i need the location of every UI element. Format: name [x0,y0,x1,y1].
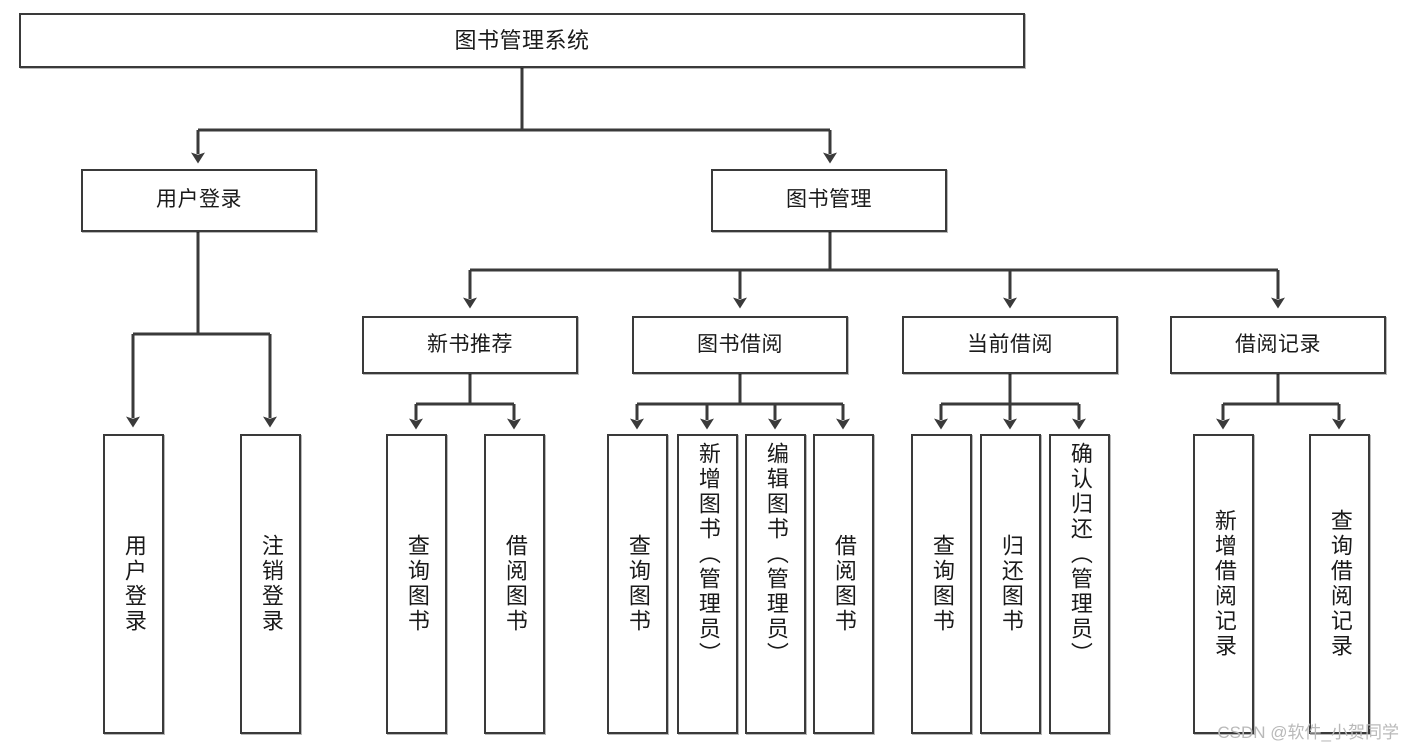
node-book-borrow[interactable]: 图书借阅 [632,316,848,374]
node-label: 借阅图书 [831,534,857,634]
node-label: 查询借阅记录 [1327,509,1353,659]
leaf-user-login-login[interactable]: 用户登录 [103,434,164,734]
leaf-book-borrow-borrow-book[interactable]: 借阅图书 [813,434,874,734]
node-label: 借阅记录 [1235,332,1321,356]
node-label: 确认归还（管理员） [1067,442,1093,667]
node-label: 图书借阅 [697,332,783,356]
node-label: 查询图书 [625,534,651,634]
node-label: 注销登录 [258,534,284,634]
node-label: 编辑图书（管理员） [763,442,789,667]
node-label: 查询图书 [404,534,430,634]
node-root-book-management-system[interactable]: 图书管理系统 [19,13,1025,68]
leaf-current-borrow-return-book[interactable]: 归还图书 [980,434,1041,734]
leaf-borrow-record-query-record[interactable]: 查询借阅记录 [1309,434,1370,734]
node-label: 新增图书（管理员） [695,442,721,667]
node-label: 新书推荐 [427,332,513,356]
watermark-text: CSDN @软件_小贺同学 [1217,723,1399,742]
node-label: 当前借阅 [967,332,1053,356]
node-user-login[interactable]: 用户登录 [81,169,317,232]
node-label: 图书管理 [786,188,872,212]
leaf-user-login-logout[interactable]: 注销登录 [240,434,301,734]
leaf-new-book-borrow-book[interactable]: 借阅图书 [484,434,545,734]
leaf-borrow-record-add-record[interactable]: 新增借阅记录 [1193,434,1254,734]
node-borrow-record[interactable]: 借阅记录 [1170,316,1386,374]
leaf-book-borrow-query-book[interactable]: 查询图书 [607,434,668,734]
node-label: 用户登录 [121,534,147,634]
node-label: 用户登录 [156,188,242,212]
leaf-new-book-query-book[interactable]: 查询图书 [386,434,447,734]
leaf-book-borrow-edit-book-admin[interactable]: 编辑图书（管理员） [745,434,806,734]
node-label: 查询图书 [929,534,955,634]
node-book-management[interactable]: 图书管理 [711,169,947,232]
node-label: 新增借阅记录 [1211,509,1237,659]
leaf-current-borrow-query-book[interactable]: 查询图书 [911,434,972,734]
node-label: 借阅图书 [502,534,528,634]
leaf-current-borrow-confirm-return-admin[interactable]: 确认归还（管理员） [1049,434,1110,734]
node-label: 归还图书 [998,534,1024,634]
node-new-book-recommend[interactable]: 新书推荐 [362,316,578,374]
node-current-borrow[interactable]: 当前借阅 [902,316,1118,374]
node-label: 图书管理系统 [454,27,590,53]
leaf-book-borrow-add-book-admin[interactable]: 新增图书（管理员） [677,434,738,734]
